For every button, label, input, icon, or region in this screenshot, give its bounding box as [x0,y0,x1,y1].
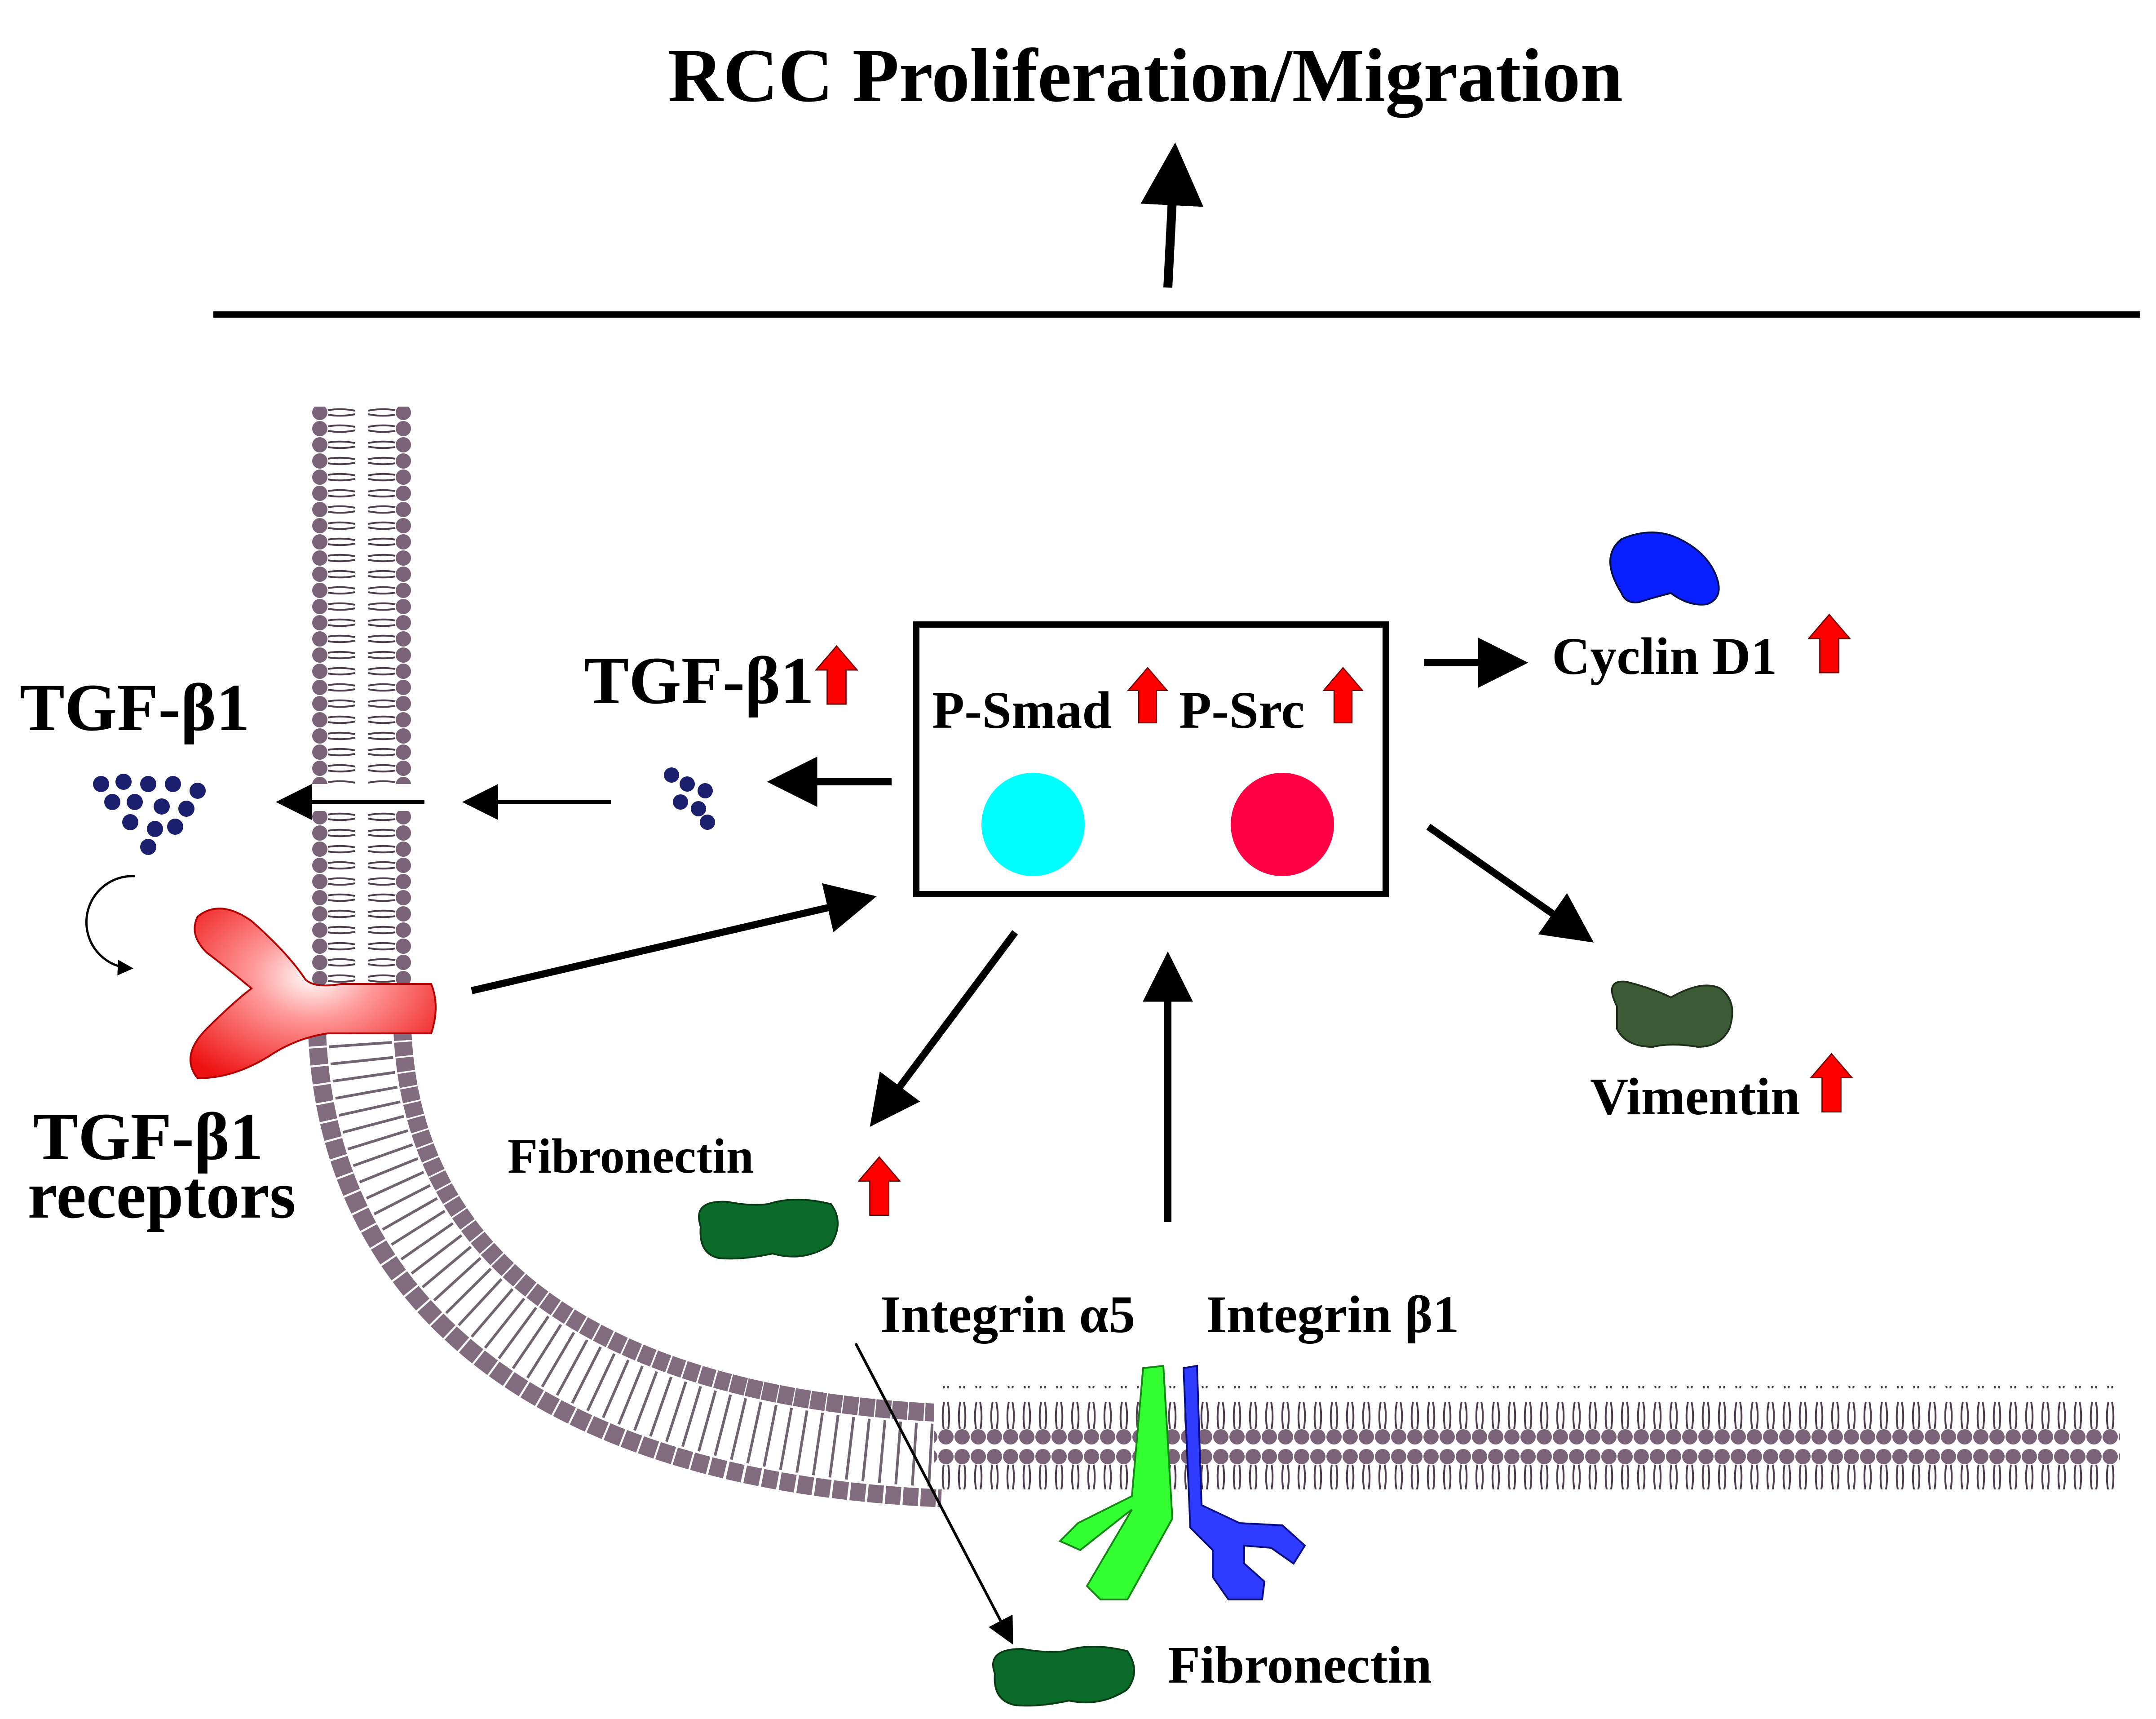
arrow-box-to-fibronectin [870,930,1018,1127]
membrane-horizontal [934,1386,2120,1489]
title: RCC Proliferation/Migration [668,33,1623,118]
integrin-b1-shape [1182,1365,1306,1600]
smad-circle [981,773,1085,876]
tgf-inside-up-arrow [815,645,858,705]
cyclin-shape [1609,532,1720,606]
membrane-vertical [308,407,411,1013]
p-smad-up-arrow [1127,667,1168,724]
integrin-a5-label: Integrin α5 [880,1285,1135,1344]
p-src-label: P-Src [1179,681,1305,740]
membrane-gap [308,784,411,811]
src-circle [1231,773,1334,876]
fibronectin-up-arrow [858,1156,901,1216]
cyclin-label: Cyclin D1 [1552,627,1777,686]
tgf-inside-cluster [664,767,715,830]
proliferation-arrow [1140,142,1204,288]
tgf-receptor [190,908,437,1080]
fibronectin-outside-label: Fibronectin [1168,1635,1432,1694]
membrane-curve-core [326,1010,945,1489]
tgf-outside-label: TGF-β1 [20,670,250,745]
tgf-receptors-label-2: receptors [28,1158,296,1232]
p-src-up-arrow [1323,667,1363,724]
cyclin-up-arrow [1808,614,1851,673]
tgf-inside-label: TGF-β1 [584,643,814,718]
tgf-outside-cluster [93,774,206,855]
tgf-receptors-label-1: TGF-β1 [33,1099,263,1174]
vimentin-label: Vimentin [1590,1067,1800,1126]
signaling-box [913,621,1389,897]
arrow-to-fibronectin-outside [854,1342,1013,1645]
p-smad-label: P-Smad [932,681,1112,740]
integrin-b1-label: Integrin β1 [1206,1285,1459,1344]
arrow-receptor-to-box [471,883,877,994]
vimentin-up-arrow [1810,1053,1853,1113]
recycle-arc [85,875,135,976]
fibronectin-inside-label: Fibronectin [508,1129,754,1183]
integrin-a5-shape [1058,1365,1174,1600]
arrow-box-to-vimentin [1426,824,1594,943]
fibronectin-outside-shape [992,1646,1135,1707]
fibronectin-inside-shape [698,1199,839,1260]
vimentin-shape [1611,980,1733,1048]
